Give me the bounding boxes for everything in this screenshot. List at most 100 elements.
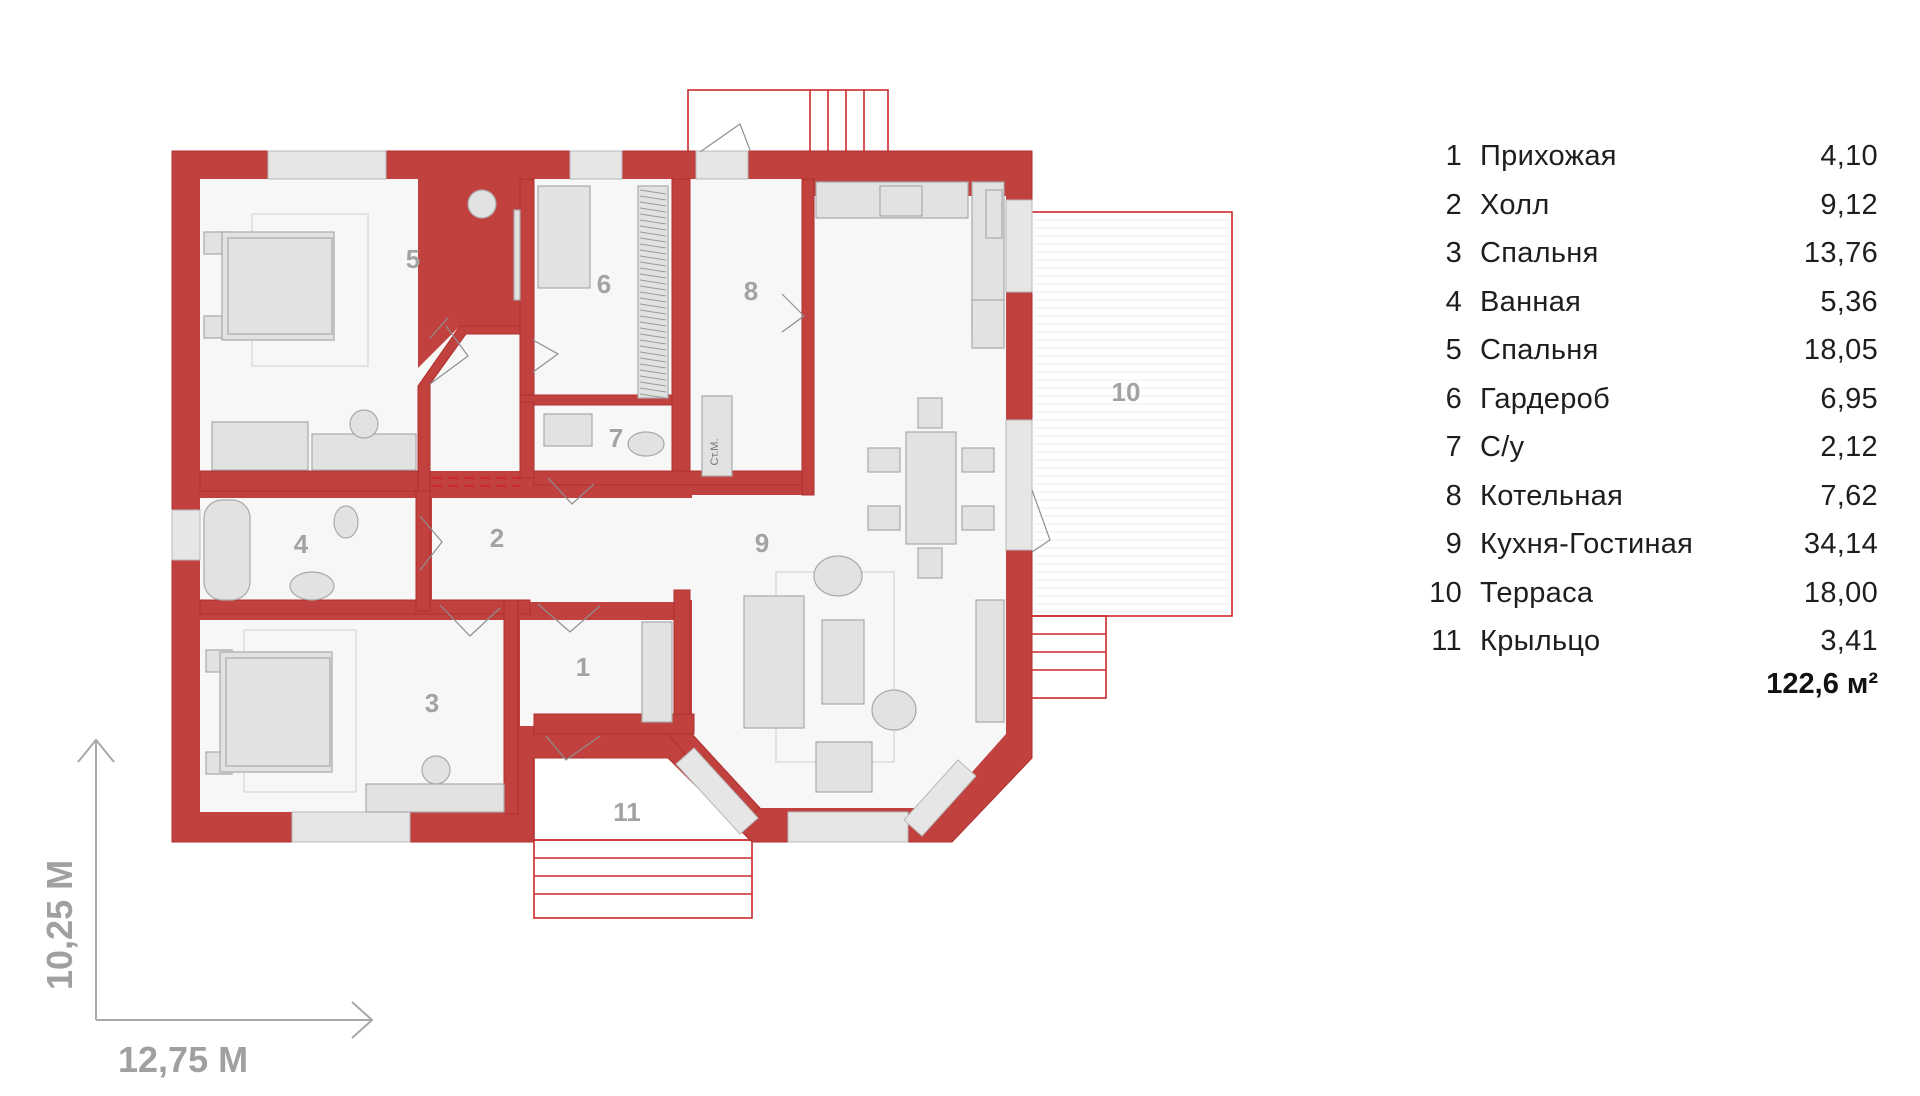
legend-row: 8 Котельная 7,62 [1410,480,1890,529]
legend-area: 34,14 [1803,528,1878,560]
legend-num: 7 [1445,431,1462,463]
hanger-line [639,267,667,273]
legend-label: Спальня [1480,334,1599,366]
room-number-6: 6 [597,269,611,299]
hanger-line [639,195,667,201]
hanger-line [639,225,667,231]
legend-num: 1 [1445,140,1462,172]
legend-label: Холл [1480,188,1550,221]
legend-area: 9,12 [1820,188,1878,221]
legend-area: 18,00 [1803,576,1878,609]
legend-row: 2 Холл 9,12 [1410,189,1890,238]
hanger-line [639,327,667,333]
hanger-line [639,231,667,237]
hanger-line [639,201,667,207]
legend-num: 8 [1445,479,1462,512]
room-number-10: 10 [1112,377,1141,407]
windows [171,150,1033,843]
legend-label: Котельная [1480,479,1624,512]
hanger-line [639,321,667,327]
legend-area: 6,95 [1820,382,1878,415]
room-number-8: 8 [744,276,758,306]
hanger-line [639,315,667,321]
hanger-line [639,207,667,213]
room-number-7: 7 [609,423,623,453]
legend-label: Спальня [1480,237,1599,269]
hall-marks [432,477,520,487]
legend-label: Крыльцо [1480,625,1601,657]
hanger-line [639,375,667,381]
room-number-9: 9 [755,528,769,558]
hanger-line [639,393,667,399]
hanger-line [639,219,667,225]
total-area: 122,6 м² [1766,668,1878,700]
legend-label: Прихожая [1480,140,1617,172]
legend-area: 7,62 [1820,479,1878,512]
hanger-line [639,237,667,243]
room-number-3: 3 [425,688,439,718]
doors [419,123,1051,761]
hanger-line [639,243,667,249]
back-porch-stairs [687,89,889,153]
bathroom-4-furniture [203,499,359,601]
legend-label: Ванная [1480,285,1582,318]
hanger-line [639,285,667,291]
dimension-arrows: 12,75 М 10,25 М [39,738,374,1080]
hanger-line [639,291,667,297]
hanger-line [639,333,667,339]
wardrobe-6-furniture [537,185,669,399]
hanger-line [639,255,667,261]
legend-area: 5,36 [1820,285,1878,318]
legend-area: 18,05 [1803,334,1878,366]
legend-label: Гардероб [1480,382,1610,415]
front-porch-stairs [533,839,753,919]
hanger-line [639,345,667,351]
hanger-line [639,351,667,357]
legend-num: 2 [1445,188,1462,221]
legend-num: 9 [1445,528,1462,560]
boiler-tag: Ст.М. [709,438,721,465]
wc-7-furniture: Ст.М. [543,395,733,477]
legend-label: С/у [1480,431,1525,463]
hanger-line [639,303,667,309]
legend-num: 6 [1445,382,1462,415]
legend-area: 4,10 [1820,140,1878,172]
room-numbers: 1 2 3 4 5 6 7 8 9 10 11 [294,244,1141,827]
hanger-line [639,381,667,387]
legend-row: 6 Гардероб 6,95 [1410,383,1890,432]
hanger-line [639,249,667,255]
width-dimension: 12,75 М [118,1039,248,1080]
hanger-line [639,273,667,279]
hanger-line [639,309,667,315]
room-number-1: 1 [576,652,590,682]
hanger-line [639,387,667,393]
hanger-line [639,363,667,369]
hanger-line [639,339,667,345]
legend-num: 10 [1429,576,1462,609]
legend-num: 3 [1445,237,1462,269]
legend-row: 1 Прихожая 4,10 [1410,140,1890,189]
room-number-11: 11 [613,797,641,827]
bedroom-5-furniture [203,189,521,471]
hanger-line [639,261,667,267]
room-number-4: 4 [294,529,309,559]
hanger-line [639,357,667,363]
terrace [1029,211,1233,699]
hanger-line [639,189,667,195]
legend-row: 10 Терраса 18,00 [1410,577,1890,626]
hanger-line [639,279,667,285]
bedroom-3-furniture [205,629,505,813]
room-number-5: 5 [406,244,420,274]
legend-label: Терраса [1480,576,1594,609]
hanger-line [639,369,667,375]
hanger-line [639,213,667,219]
legend-num: 11 [1431,625,1462,657]
hanger-line [639,297,667,303]
